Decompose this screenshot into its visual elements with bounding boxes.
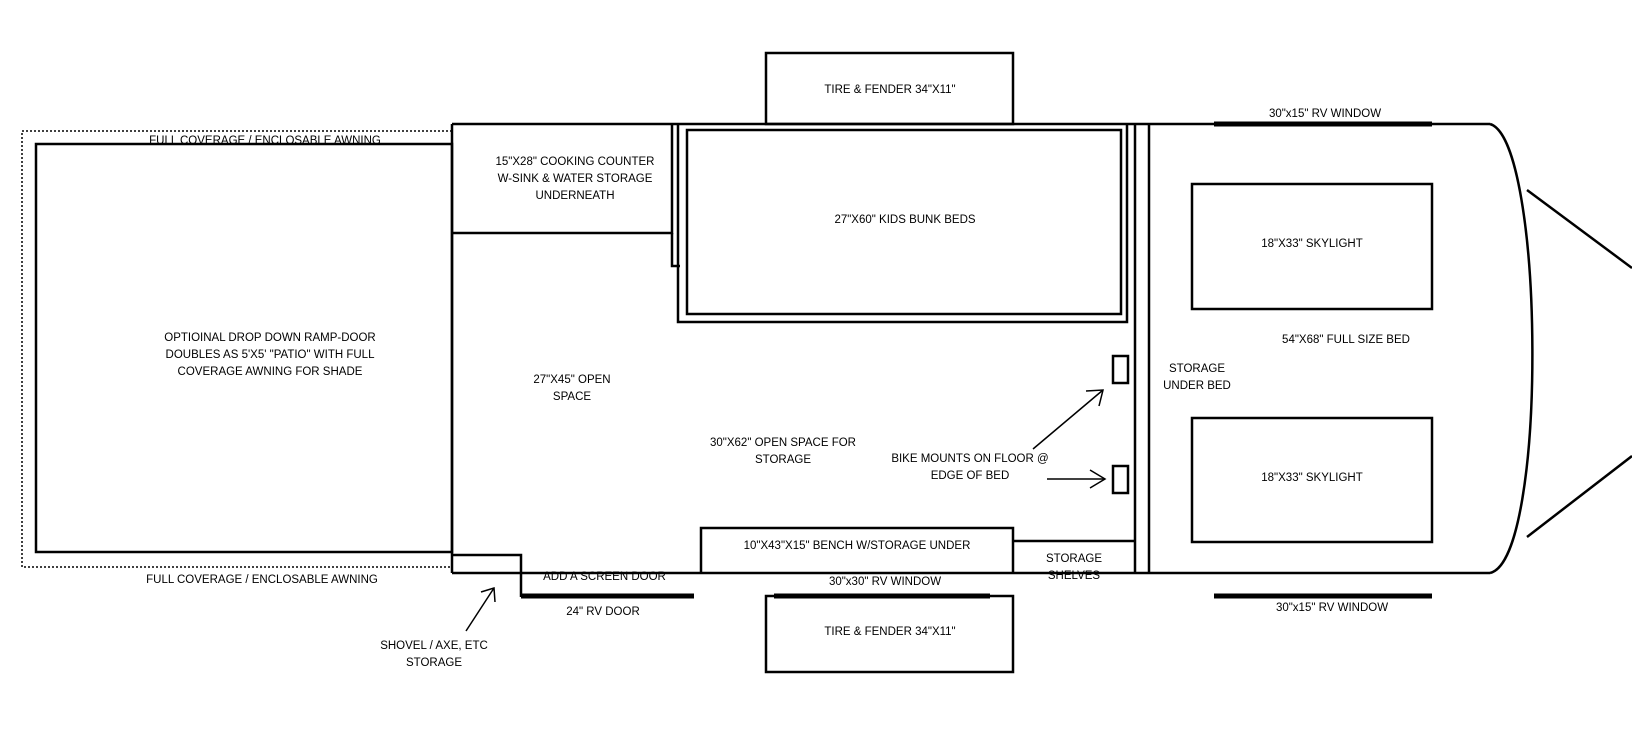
awning-top-label: FULL COVERAGE / ENCLOSABLE AWNING xyxy=(149,135,381,147)
arrow-bike-top-line xyxy=(1032,389,1104,450)
rv-window-bench-label: 30"x30" RV WINDOW xyxy=(828,576,942,588)
kids-bunk-beds-label: 27"X60" KIDS BUNK BEDS xyxy=(834,214,976,226)
tire-fender-bottom-label: TIRE & FENDER 34"X11" xyxy=(824,626,956,638)
arrow-bike-top-head xyxy=(1085,389,1104,407)
tongue-top xyxy=(1526,188,1632,270)
skylight-bottom-outline xyxy=(1190,416,1434,544)
full-size-bed-label: 54"X68" FULL SIZE BED xyxy=(1282,334,1410,346)
trailer-nose xyxy=(1489,122,1534,575)
skylight-top-label: 18"X33" SKYLIGHT xyxy=(1261,238,1363,250)
tire-fender-top-outline xyxy=(764,51,1015,126)
bunk-beds-area xyxy=(685,128,1123,316)
bike-mount-top xyxy=(1111,354,1130,385)
bike-mounts-label: BIKE MOUNTS ON FLOOR @ EDGE OF BED xyxy=(891,453,1049,482)
rv-door-label: 24" RV DOOR xyxy=(566,606,640,618)
skylight-top-outline xyxy=(1190,182,1434,311)
arrow-shovel-head xyxy=(480,587,496,603)
rv-window-top-right-label: 30"x15" RV WINDOW xyxy=(1268,108,1382,120)
bunk-partition xyxy=(670,233,680,268)
screen-door-label: ADD A SCREEN DOOR xyxy=(543,571,666,583)
arrow-bike-bottom-head xyxy=(1089,469,1107,489)
tire-fender-top-label: TIRE & FENDER 34"X11" xyxy=(824,84,956,96)
skylight-bottom-label: 18"X33" SKYLIGHT xyxy=(1261,472,1363,484)
rv-window-bottom-right-label: 30"x15" RV WINDOW xyxy=(1275,602,1389,614)
tongue-bottom xyxy=(1526,455,1632,538)
shovel-storage-box xyxy=(452,553,523,597)
awning-bottom-label: FULL COVERAGE / ENCLOSABLE AWNING xyxy=(146,574,378,586)
cooking-counter-label: 15"X28" COOKING COUNTER W-SINK & WATER S… xyxy=(495,156,655,202)
shovel-storage-label: SHOVEL / AXE, ETC STORAGE xyxy=(380,640,488,669)
open-space-27x45-label: 27"X45" OPEN SPACE xyxy=(533,374,611,403)
open-space-storage-label: 30"X62" OPEN SPACE FOR STORAGE xyxy=(709,437,856,466)
bench-label: 10"X43"X15" BENCH W/STORAGE UNDER xyxy=(743,540,971,552)
bench-outline xyxy=(699,526,1015,573)
bunk-beds-frame xyxy=(676,124,1129,324)
arrow-shovel-line xyxy=(465,587,495,632)
bike-mount-bottom xyxy=(1111,464,1130,495)
storage-shelves-label: STORAGE SHELVES xyxy=(1045,553,1103,582)
storage-under-bed-label: STORAGE UNDER BED xyxy=(1163,363,1231,392)
ramp-door-label: OPTIOINAL DROP DOWN RAMP-DOOR DOUBLES AS… xyxy=(164,332,376,378)
